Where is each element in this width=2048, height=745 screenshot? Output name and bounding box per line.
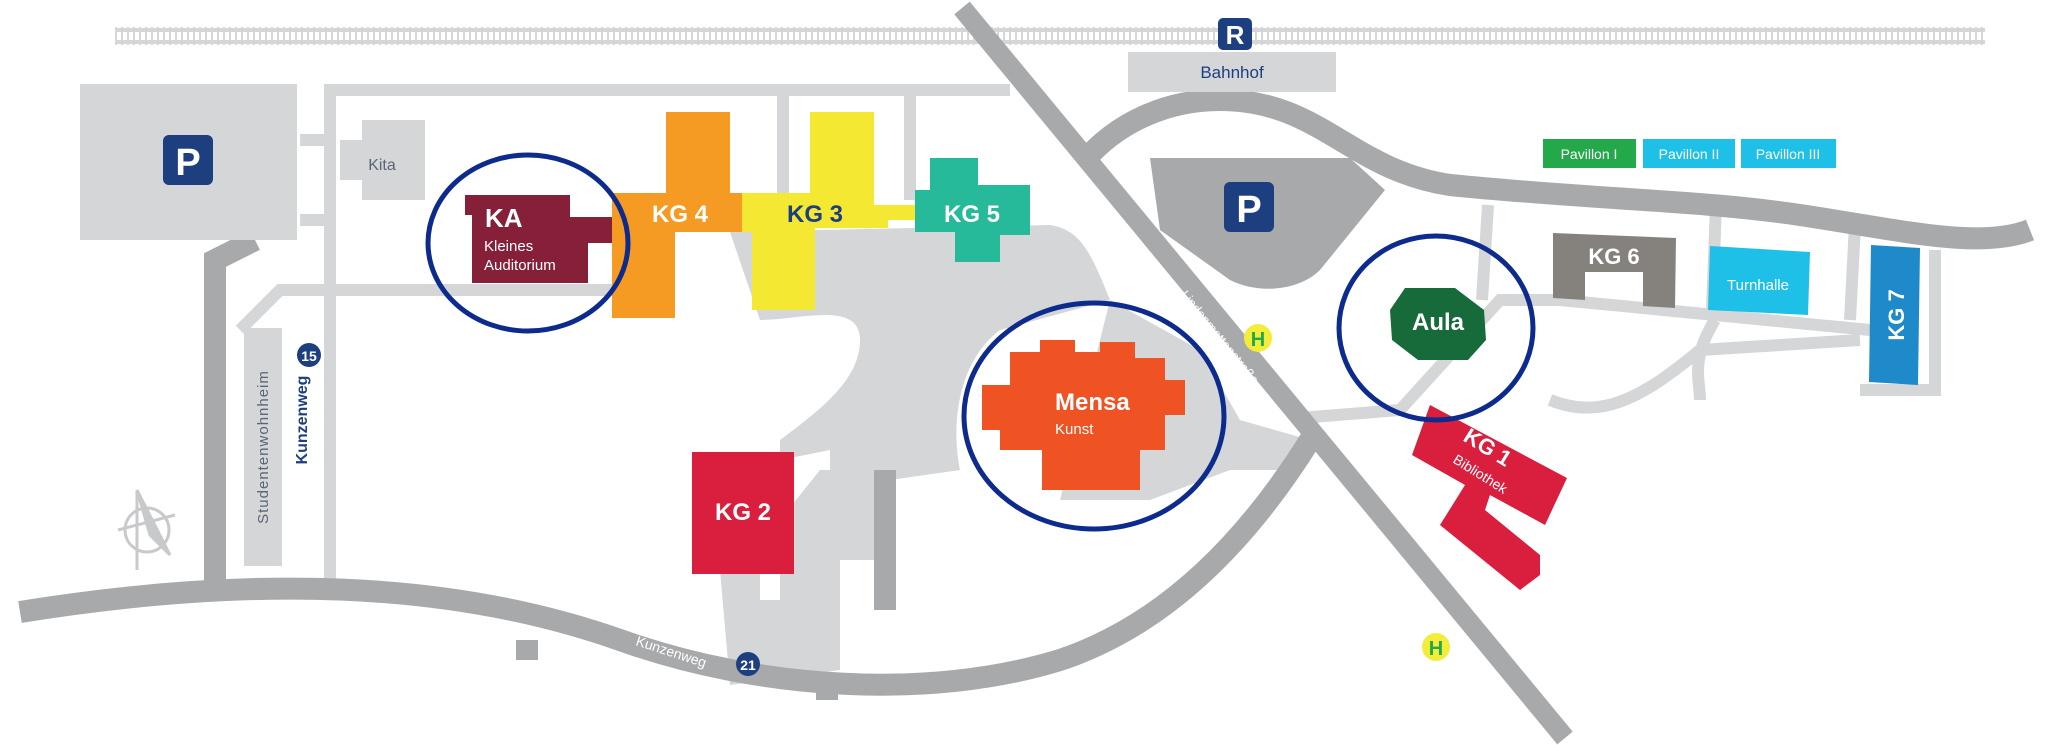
rail-icon: R <box>1226 20 1245 50</box>
building-kg2[interactable]: KG 2 <box>692 452 794 574</box>
parking-icon: P <box>1236 189 1261 231</box>
parking-icon: P <box>175 142 200 184</box>
railway <box>115 27 1985 45</box>
kg2-label: KG 2 <box>715 499 771 526</box>
building-kita[interactable]: Kita <box>340 120 425 200</box>
route-15-label: 15 <box>301 348 317 364</box>
highlight-mensa <box>961 300 1227 532</box>
bahnhof-label: Bahnhof <box>1200 63 1264 82</box>
building-aula[interactable]: Aula <box>1390 288 1486 360</box>
parking-badge-west[interactable]: P <box>163 135 213 185</box>
highlight-ka <box>425 152 631 334</box>
ka-line1: Kleines <box>484 238 533 255</box>
pavillon-2[interactable]: Pavillon II <box>1643 139 1735 168</box>
ka-code: KA <box>485 203 523 233</box>
route-badge-15: 15 <box>297 343 321 367</box>
compass-icon <box>117 489 176 570</box>
lindenmattenstrasse-road <box>954 1 1573 745</box>
roads <box>18 88 2035 700</box>
kg4-label: KG 4 <box>652 201 709 228</box>
mensa-sub-label: Kunst <box>1055 421 1094 438</box>
aula-label: Aula <box>1412 309 1465 336</box>
station-badge[interactable]: R <box>1218 18 1252 50</box>
building-mensa[interactable]: Mensa Kunst <box>982 340 1185 490</box>
kg6-label: KG 6 <box>1588 244 1639 269</box>
kg5-label: KG 5 <box>944 201 1000 228</box>
building-kg3[interactable]: KG 3 <box>742 112 915 310</box>
route-badge-21: 21 <box>736 652 760 676</box>
building-turnhalle[interactable]: Turnhalle <box>1708 246 1810 315</box>
bahnhof[interactable]: Bahnhof <box>1128 52 1336 92</box>
mensa-label: Mensa <box>1055 389 1130 416</box>
highlight-circles <box>425 152 1536 532</box>
central-plaza <box>730 225 1110 560</box>
kg3-label: KG 3 <box>787 201 843 228</box>
plaza-south <box>720 470 840 685</box>
ka-line2: Auditorium <box>484 257 556 274</box>
building-kg7[interactable]: KG 7 <box>1869 245 1920 385</box>
pavillon-3-label: Pavillon III <box>1756 146 1821 162</box>
building-kg6[interactable]: KG 6 <box>1553 233 1676 308</box>
highlight-aula <box>1336 233 1536 423</box>
parking-badge-central[interactable]: P <box>1224 182 1274 232</box>
turnhalle-label: Turnhalle <box>1727 277 1789 294</box>
bus-stop-south[interactable]: H <box>1422 633 1450 661</box>
kg7-label: KG 7 <box>1884 289 1909 340</box>
street-label-kunzenweg-vertical: Kunzenweg <box>294 376 311 465</box>
building-kg1[interactable]: KG 1 Bibliothek <box>1412 405 1567 590</box>
pavillon-2-label: Pavillon II <box>1659 146 1720 162</box>
studentenwohnheim-label: Studentenwohnheim <box>255 370 272 524</box>
pavillon-1-label: Pavillon I <box>1561 146 1618 162</box>
building-studentenwohnheim[interactable]: Studentenwohnheim <box>244 328 282 566</box>
building-kg5[interactable]: KG 5 <box>915 158 1030 262</box>
bus-stop-icon: H <box>1429 638 1443 660</box>
bus-stop-north[interactable]: H <box>1244 324 1272 352</box>
pavillon-1[interactable]: Pavillon I <box>1543 139 1636 168</box>
route-21-label: 21 <box>740 657 756 673</box>
bus-stop-icon: H <box>1251 329 1265 351</box>
kita-label: Kita <box>368 157 396 174</box>
building-kg4[interactable]: KG 4 <box>612 112 742 318</box>
pavillon-3[interactable]: Pavillon III <box>1741 139 1836 168</box>
footpaths <box>235 84 1941 590</box>
building-ka[interactable]: KA Kleines Auditorium <box>465 195 612 283</box>
